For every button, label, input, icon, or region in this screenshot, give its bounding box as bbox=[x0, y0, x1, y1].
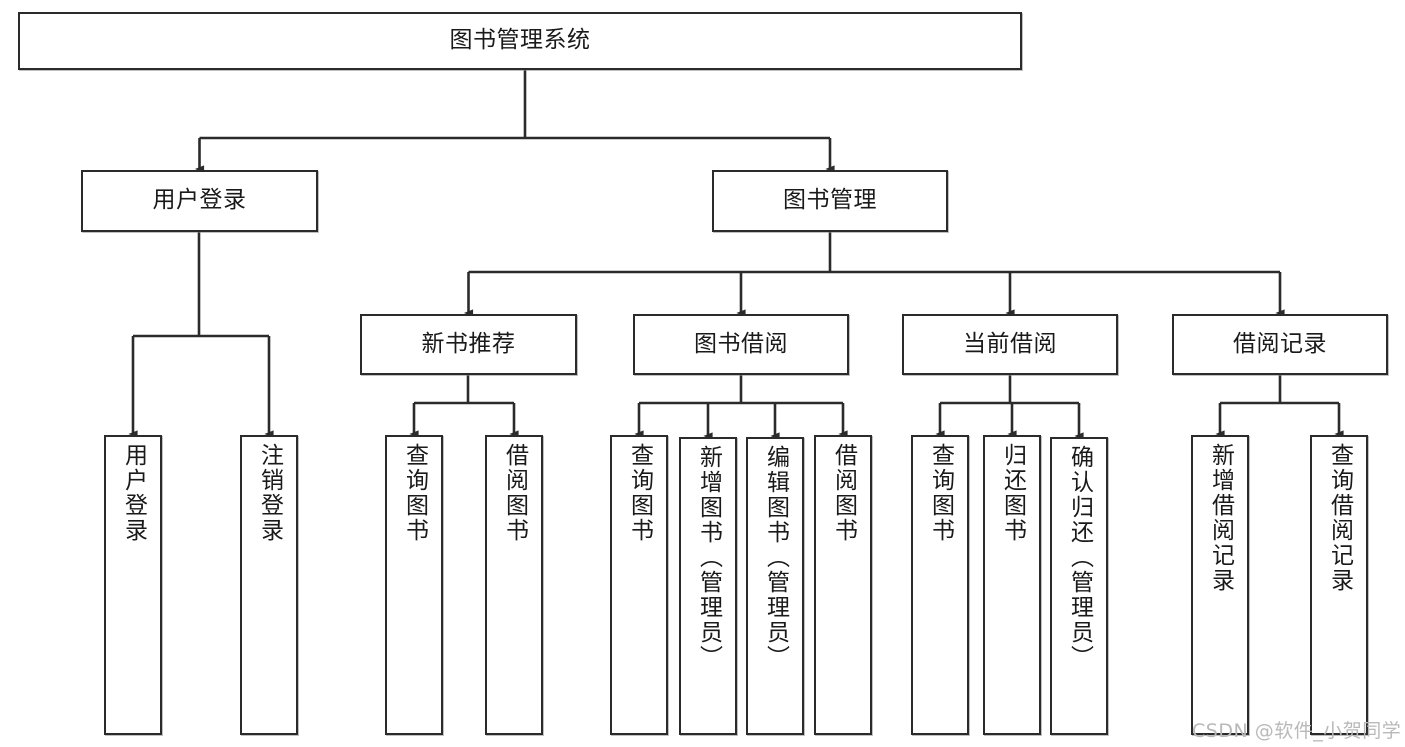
node-leaf-query-record[interactable]: 查询借阅记录 bbox=[1310, 435, 1368, 735]
node-label: 图书管理 bbox=[783, 187, 877, 214]
node-label: 编辑图书（管理员） bbox=[762, 445, 789, 670]
node-leaf-confirm-return[interactable]: 确认归还（管理员） bbox=[1050, 437, 1108, 735]
node-label: 用户登录 bbox=[120, 443, 147, 543]
node-label: 新增图书（管理员） bbox=[695, 445, 722, 670]
node-leaf-add-book[interactable]: 新增图书（管理员） bbox=[679, 437, 737, 735]
node-new-book-recommend[interactable]: 新书推荐 bbox=[360, 314, 577, 375]
node-root[interactable]: 图书管理系统 bbox=[18, 12, 1022, 70]
node-leaf-query-book-1[interactable]: 查询图书 bbox=[385, 435, 443, 735]
node-label: 借阅图书 bbox=[830, 443, 857, 543]
node-leaf-add-record[interactable]: 新增借阅记录 bbox=[1191, 435, 1249, 735]
node-label: 归还图书 bbox=[999, 443, 1026, 543]
node-leaf-user-login[interactable]: 用户登录 bbox=[104, 435, 162, 735]
node-leaf-logout[interactable]: 注销登录 bbox=[240, 435, 298, 735]
node-label: 用户登录 bbox=[152, 187, 247, 214]
node-label: 图书借阅 bbox=[694, 330, 788, 357]
node-leaf-query-book-2[interactable]: 查询图书 bbox=[610, 435, 668, 735]
node-label: 查询图书 bbox=[626, 443, 653, 543]
node-label: 借阅记录 bbox=[1233, 330, 1327, 357]
node-borrow-record[interactable]: 借阅记录 bbox=[1172, 314, 1388, 375]
node-label: 借阅图书 bbox=[501, 443, 528, 543]
node-label: 注销登录 bbox=[256, 443, 283, 543]
node-label: 确认归还（管理员） bbox=[1066, 445, 1093, 670]
node-label: 查询图书 bbox=[401, 443, 428, 543]
node-current-borrow[interactable]: 当前借阅 bbox=[902, 314, 1118, 375]
node-user-login[interactable]: 用户登录 bbox=[81, 170, 318, 232]
node-book-borrow[interactable]: 图书借阅 bbox=[633, 314, 849, 375]
node-leaf-query-book-3[interactable]: 查询图书 bbox=[911, 435, 969, 735]
node-label: 查询图书 bbox=[927, 443, 954, 543]
node-label: 新增借阅记录 bbox=[1207, 443, 1234, 593]
node-leaf-return-book[interactable]: 归还图书 bbox=[983, 435, 1041, 735]
node-label: 查询借阅记录 bbox=[1326, 443, 1353, 593]
node-book-manage[interactable]: 图书管理 bbox=[712, 170, 948, 232]
node-label: 当前借阅 bbox=[963, 330, 1057, 357]
node-label: 图书管理系统 bbox=[449, 27, 591, 54]
node-leaf-edit-book[interactable]: 编辑图书（管理员） bbox=[746, 437, 804, 735]
node-label: 新书推荐 bbox=[421, 330, 516, 357]
node-leaf-borrow-book-1[interactable]: 借阅图书 bbox=[485, 435, 543, 735]
node-leaf-borrow-book-2[interactable]: 借阅图书 bbox=[814, 435, 872, 735]
